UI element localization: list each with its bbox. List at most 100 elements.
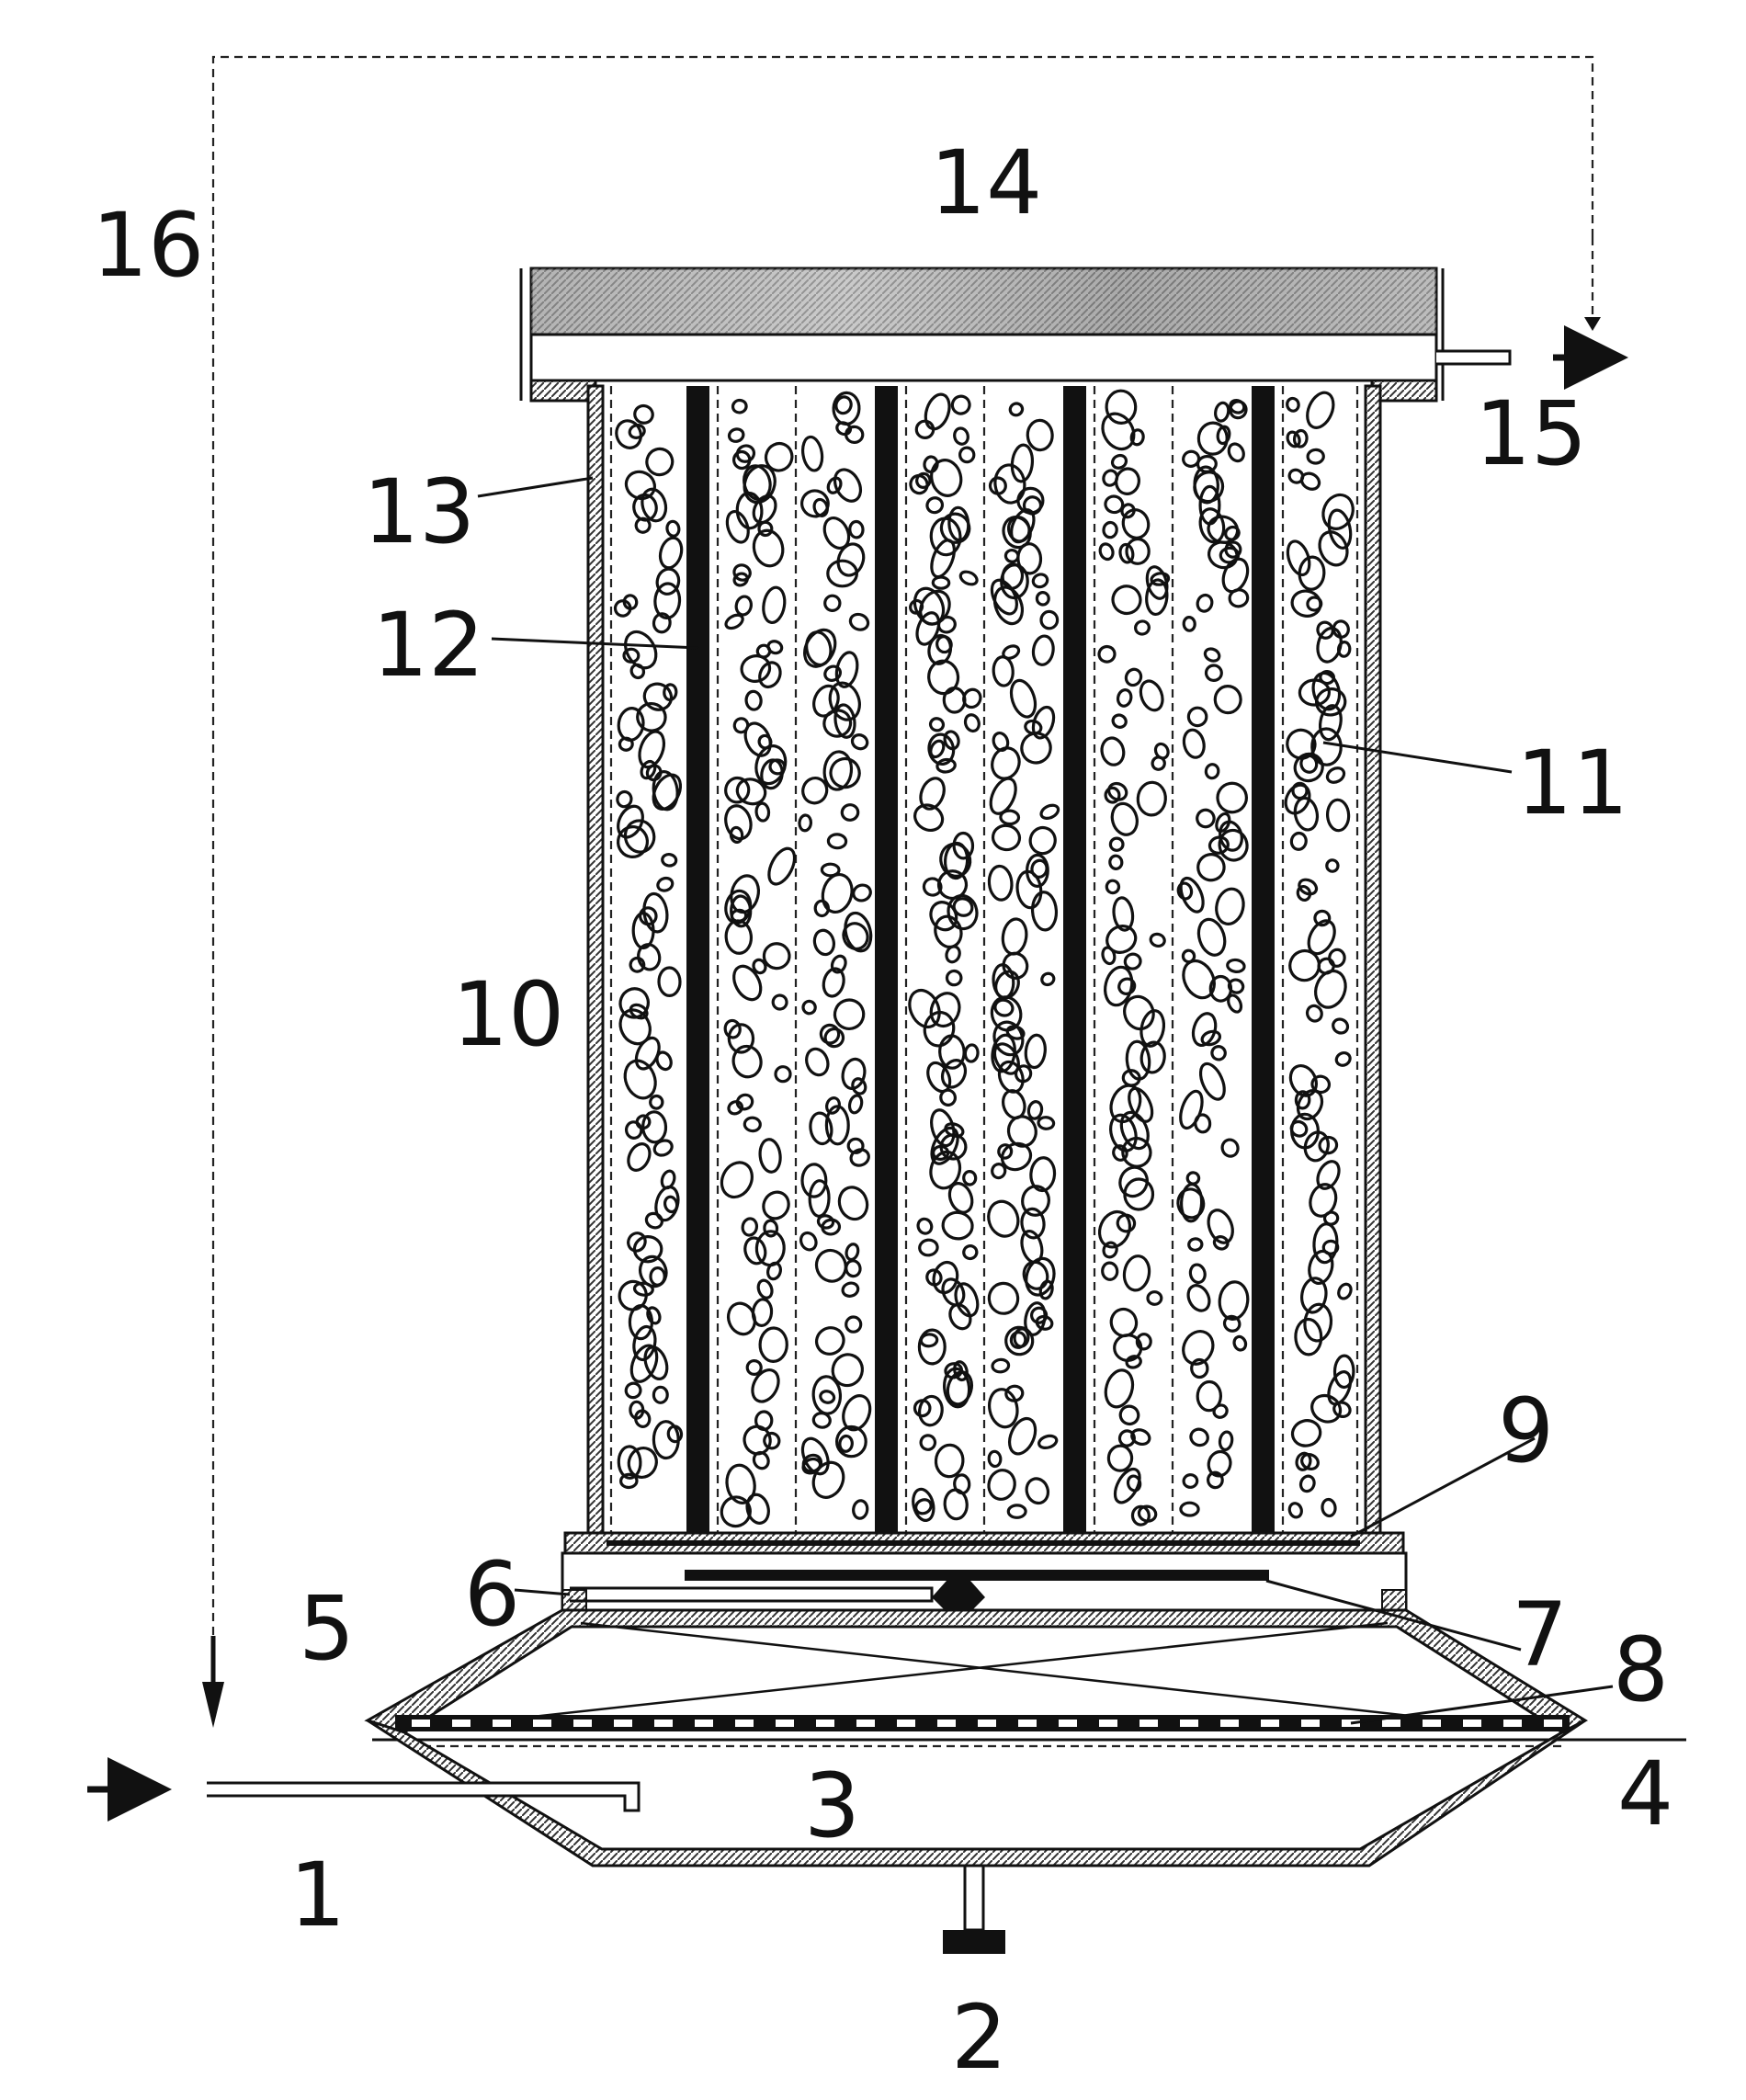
packing-bead <box>727 427 745 443</box>
packing-bead <box>1200 1029 1222 1047</box>
packing-bead <box>665 519 681 538</box>
packing-bead <box>726 1301 757 1336</box>
packing-bead <box>1293 796 1320 832</box>
packing-bead <box>1286 539 1311 577</box>
packing-bead <box>1311 671 1342 711</box>
packing-bead <box>945 945 961 964</box>
packing-bead <box>813 899 831 918</box>
plate-hole <box>1261 1720 1279 1727</box>
packing-bead <box>618 1008 652 1046</box>
packing-bead <box>1112 1144 1128 1162</box>
packing-bead <box>652 612 672 634</box>
packing-bead <box>952 897 974 917</box>
packing-bead <box>913 1399 932 1418</box>
packing-bead <box>752 1450 770 1470</box>
packing-bead <box>918 1238 939 1257</box>
packing-bead <box>919 777 946 811</box>
packing-bead <box>1208 974 1233 1003</box>
packing-bead <box>774 1065 792 1084</box>
packing-bead <box>1104 1368 1135 1409</box>
packing-bead <box>663 683 678 702</box>
packing-bead <box>929 901 958 932</box>
packing-bead <box>637 943 662 971</box>
packing-bead <box>848 612 870 631</box>
packing-bead <box>938 1034 966 1070</box>
packing-bead <box>1101 946 1117 966</box>
packing-bead <box>1116 1213 1137 1233</box>
packing-bead <box>1037 1116 1056 1130</box>
packing-bead <box>1210 1045 1227 1061</box>
label-9: 9 <box>1498 1379 1554 1482</box>
packing-bead <box>652 1139 674 1157</box>
packing-bead <box>1013 1327 1030 1348</box>
packing-bead <box>720 1495 752 1528</box>
packing-bead <box>930 539 956 579</box>
packing-bead <box>618 736 634 752</box>
packing-bead <box>943 730 960 751</box>
packing-bead <box>915 611 941 646</box>
packing-bead <box>1109 1113 1138 1152</box>
baffle-4 <box>1252 386 1275 1533</box>
packing-bead <box>1125 1355 1142 1369</box>
label-12: 12 <box>372 594 484 697</box>
packing-bead <box>752 958 767 975</box>
packing-bead <box>1189 1427 1209 1447</box>
label-13: 13 <box>363 460 475 563</box>
packing-bead <box>652 1385 669 1404</box>
packing-bead <box>925 1268 943 1287</box>
packing-bead <box>833 468 863 503</box>
packing-bead <box>1002 951 1029 980</box>
packing-bead <box>1203 647 1221 663</box>
packing-bead <box>800 1163 828 1198</box>
packing-bead <box>1035 1314 1054 1331</box>
packing-bead <box>838 1434 854 1453</box>
inlet <box>87 1757 641 1822</box>
packing-bead <box>1182 449 1201 468</box>
packing-bead <box>800 489 830 518</box>
packing-bead <box>801 1457 822 1475</box>
packing-bead <box>915 471 932 489</box>
packing-bead <box>819 1390 836 1404</box>
packing-bead <box>757 520 774 538</box>
packing-bead <box>814 1248 847 1283</box>
packing-bead <box>735 778 767 806</box>
packing-bead <box>1109 1307 1139 1338</box>
packing-bead <box>1116 688 1133 708</box>
stem-pipe <box>570 1586 934 1603</box>
packing-bead <box>988 1388 1019 1429</box>
packing-bead <box>1219 820 1243 852</box>
packing-bead <box>725 1463 756 1504</box>
packing-bead <box>1151 755 1166 771</box>
packing-bead <box>1228 588 1250 608</box>
packing-bead <box>1029 1156 1057 1193</box>
packing-bead <box>768 758 787 776</box>
packing-bead <box>656 876 675 892</box>
packing-bead <box>1196 853 1226 882</box>
packing-bead <box>1024 1033 1047 1070</box>
packing-bead <box>1182 616 1196 632</box>
column <box>586 384 1382 1546</box>
packing-bead <box>766 1261 782 1281</box>
labels: 16 14 15 13 12 11 10 9 6 5 7 8 4 3 1 2 <box>92 131 1673 2089</box>
packing-bead <box>632 1281 654 1297</box>
packing-bead <box>652 773 683 811</box>
packing-bead <box>745 1493 770 1525</box>
packing-bead <box>808 1179 831 1218</box>
packing-bead <box>963 713 981 733</box>
packing-bead <box>833 703 856 739</box>
plate-hole <box>1139 1720 1158 1727</box>
packing-bead <box>1005 1025 1026 1040</box>
packing-bead <box>1328 948 1346 968</box>
packing-bead <box>823 664 843 682</box>
packing-bead <box>846 1137 865 1154</box>
packing-bead <box>841 1281 860 1298</box>
packing-bead <box>852 883 872 902</box>
packing-bead <box>1325 766 1346 784</box>
packing-bead <box>1122 1254 1151 1292</box>
packing-bead <box>1119 1110 1150 1151</box>
packing-bead <box>649 1266 666 1287</box>
packing-bead <box>987 1469 1016 1501</box>
packing-bead <box>627 1142 652 1172</box>
packing-bead <box>1287 1502 1303 1519</box>
packing-bead <box>752 528 785 568</box>
